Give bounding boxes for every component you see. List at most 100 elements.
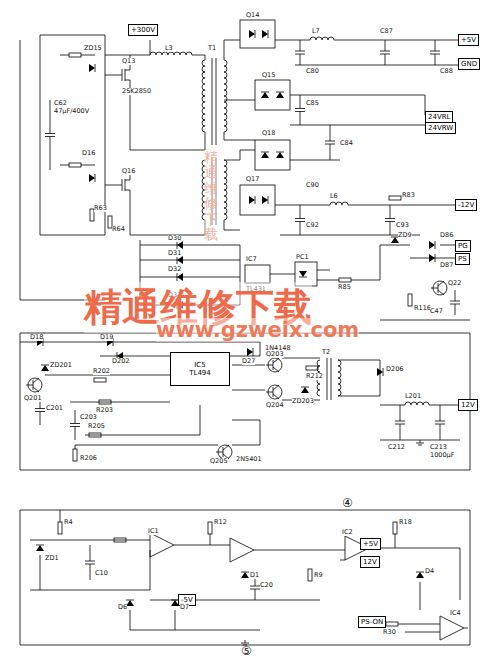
component-label: R116 bbox=[414, 305, 431, 312]
terminal-tag: 24VRW bbox=[425, 122, 456, 134]
component-label: C90 bbox=[306, 182, 319, 189]
watermark-vertical: 精通维修下载 bbox=[204, 150, 218, 242]
component-label: C80 bbox=[306, 68, 319, 75]
terminal-tag: +300V bbox=[128, 24, 158, 36]
component-label: D27 bbox=[242, 358, 255, 365]
terminal-name: -5V bbox=[181, 596, 193, 604]
component-label: Q13 bbox=[122, 58, 135, 65]
component-label: D87 bbox=[440, 262, 453, 269]
component-label: R205 bbox=[88, 423, 105, 430]
ic-block: IC5TL494 bbox=[170, 352, 230, 386]
component-label: D202 bbox=[112, 358, 129, 365]
component-label: C62 bbox=[54, 100, 67, 107]
terminal-tag: PS-ON bbox=[358, 616, 386, 628]
component-label: T1 bbox=[208, 45, 216, 52]
component-label: ZD201 bbox=[50, 362, 72, 369]
component-label: C87 bbox=[380, 28, 393, 35]
component-label: 1000μF bbox=[430, 452, 454, 459]
component-label: R18 bbox=[399, 519, 412, 526]
component-label: Q203 bbox=[266, 351, 284, 358]
component-label: ZD15 bbox=[84, 45, 102, 52]
component-label: C84 bbox=[340, 140, 353, 147]
component-label: L201 bbox=[405, 393, 421, 400]
terminal-tag: 12V bbox=[360, 556, 380, 568]
component-label: L7 bbox=[312, 28, 320, 35]
component-label: C201 bbox=[46, 405, 63, 412]
component-label: Q16 bbox=[122, 168, 135, 175]
component-label: C213 bbox=[430, 444, 447, 451]
component-label: D16 bbox=[82, 150, 95, 157]
component-label: R30 bbox=[383, 629, 396, 636]
component-label: D6 bbox=[118, 604, 127, 611]
component-label: D7 bbox=[180, 604, 189, 611]
component-label: T2 bbox=[322, 349, 330, 356]
component-label: Q15 bbox=[262, 72, 275, 79]
terminal-name: GND bbox=[461, 60, 477, 68]
component-label: R9 bbox=[314, 572, 323, 579]
component-label: Q14 bbox=[246, 12, 259, 19]
component-label: Q22 bbox=[448, 280, 461, 287]
component-label: Q17 bbox=[246, 176, 259, 183]
component-label: ZD9 bbox=[398, 232, 412, 239]
component-label: 2N5401 bbox=[236, 456, 262, 463]
terminal-tag: GND bbox=[458, 58, 480, 70]
terminal-tag: -12V bbox=[455, 199, 477, 211]
terminal-name: 24VRW bbox=[428, 124, 453, 132]
component-label: D19 bbox=[100, 334, 113, 341]
component-label: D206 bbox=[386, 366, 403, 373]
component-label: L3 bbox=[165, 45, 173, 52]
terminal-name: PS-ON bbox=[361, 618, 383, 626]
component-label: R203 bbox=[96, 407, 113, 414]
component-label: R63 bbox=[94, 205, 107, 212]
component-label: ZD1 bbox=[45, 555, 59, 562]
component-label: Q18 bbox=[262, 130, 275, 137]
terminal-name: -12V bbox=[458, 201, 474, 209]
component-label: Q201 bbox=[24, 395, 42, 402]
section-number: ④ bbox=[342, 497, 353, 509]
terminal-name: 12V bbox=[363, 558, 377, 566]
component-label: R4 bbox=[64, 519, 73, 526]
terminal-tag: PS bbox=[455, 253, 470, 265]
terminal-tag: +5V bbox=[458, 34, 479, 46]
component-label: R212 bbox=[306, 373, 323, 380]
ic-label: IC5 bbox=[175, 361, 225, 369]
component-label: R83 bbox=[402, 192, 415, 199]
terminal-name: 24VRL bbox=[428, 113, 450, 121]
component-label: R12 bbox=[214, 519, 227, 526]
terminal-name: PG bbox=[458, 242, 468, 250]
section-number: ⑤ bbox=[241, 645, 252, 657]
component-label: D4 bbox=[425, 568, 434, 575]
terminal-tag: 12V bbox=[458, 399, 478, 411]
component-label: R206 bbox=[80, 455, 97, 462]
component-label: IC1 bbox=[148, 528, 159, 535]
component-label: D18 bbox=[30, 334, 43, 341]
component-label: C92 bbox=[306, 222, 319, 229]
component-label: PC1 bbox=[296, 254, 309, 261]
component-label: D86 bbox=[440, 232, 453, 239]
component-label: D30 bbox=[168, 235, 181, 242]
terminal-name: 12V bbox=[461, 401, 475, 409]
component-label: C203 bbox=[80, 414, 97, 421]
component-label: L6 bbox=[330, 193, 338, 200]
terminal-name: PS bbox=[458, 255, 467, 263]
component-label: D31 bbox=[168, 250, 181, 257]
terminal-name: +5V bbox=[461, 36, 476, 44]
component-label: C212 bbox=[388, 444, 405, 451]
component-label: C88 bbox=[440, 68, 453, 75]
component-label: D32 bbox=[168, 266, 181, 273]
component-label: C85 bbox=[306, 100, 319, 107]
component-label: C47 bbox=[430, 308, 443, 315]
terminal-tag: PG bbox=[455, 240, 471, 252]
ic-label: TL494 bbox=[175, 369, 225, 377]
terminal-tag: +5V bbox=[360, 538, 381, 550]
watermark-url: www.gzweix.com bbox=[156, 318, 359, 342]
component-label: IC7 bbox=[246, 256, 257, 263]
component-label: R64 bbox=[112, 226, 125, 233]
terminal-name: +300V bbox=[131, 26, 155, 34]
component-label: 47μF/400V bbox=[54, 108, 89, 115]
component-label: D1 bbox=[250, 572, 259, 579]
component-label: C20 bbox=[260, 582, 273, 589]
component-label: 2SK2850 bbox=[122, 88, 151, 95]
component-label: IC4 bbox=[450, 610, 461, 617]
component-label: C93 bbox=[396, 222, 409, 229]
